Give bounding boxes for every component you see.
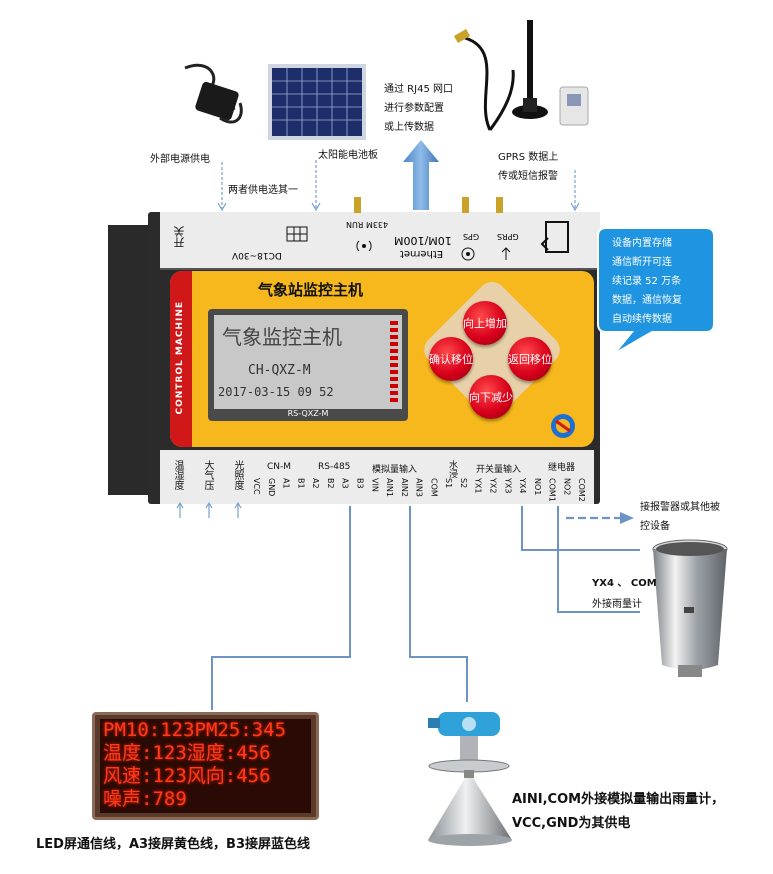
terminal-row: VCC GND A1 B1 A2 B2 A3 B3 VIN AIN1 AIN2 AIN3 COM S1 S2… xyxy=(252,478,592,504)
terminal-label: COM xyxy=(429,478,439,497)
device-title: 气象站监控主机 xyxy=(258,281,364,299)
terminal-label: COM2 xyxy=(577,478,587,502)
terminal-label: VIN xyxy=(370,478,380,492)
led-row: 温度:123湿度:456 xyxy=(103,742,271,764)
storage-bubble-line: 设备内置存储 xyxy=(612,238,672,249)
terminal-label: YX3 xyxy=(503,478,513,494)
terminal-label: NO2 xyxy=(562,478,572,496)
power-arrows xyxy=(217,160,580,212)
sim-card-image xyxy=(559,86,589,126)
alarm-caption-line: 控设备 xyxy=(640,521,670,532)
power-adapter-image xyxy=(184,64,243,124)
alarm-caption-line: 接报警器或其他被 xyxy=(640,502,720,513)
front-panel: CONTROL MACHINE 气象站监控主机 气象监控主机 CH-QXZ-M … xyxy=(170,271,594,447)
analog-gauge-image xyxy=(428,712,512,846)
lcd-model: CH-QXZ-M xyxy=(248,363,311,378)
power-choice-caption: 两者供电选其一 xyxy=(228,185,298,196)
terminal-label: YX4 xyxy=(518,478,528,494)
lcd-bezel: 气象监控主机 CH-QXZ-M 2017-03-15 09 52 RS-QXZ-… xyxy=(208,309,408,421)
rs485-label: RS-485 xyxy=(318,462,351,472)
storage-bubble-line: 通信断开可连 xyxy=(612,257,672,268)
storage-bubble-line: 数据，通信恢复 xyxy=(612,295,682,306)
terminal-label: S1 xyxy=(444,478,454,489)
terminal-label: A3 xyxy=(340,478,350,489)
terminal-label: YX1 xyxy=(473,478,483,494)
gprs-caption-line: 传或短信报警 xyxy=(498,171,558,182)
sim-slot-icon xyxy=(540,221,569,253)
analog-caption-line: VCC,GND为其供电 xyxy=(512,816,631,831)
bottom-terminal-strip: 温湿度 大气压 光照度 CN-M RS-485 模拟量输入 水浸 开关量输入 继… xyxy=(160,450,594,504)
rain-gauge-image xyxy=(652,539,728,677)
rain-gauge-caption-line: 外接雨量计 xyxy=(592,599,642,610)
analog-caption-line: AINI,COM外接模拟量输出雨量计， xyxy=(512,792,725,807)
terminal-label: YX2 xyxy=(488,478,498,494)
terminal-label: VCC xyxy=(252,478,261,495)
terminal-label: AIN2 xyxy=(399,478,409,497)
terminal-label: S2 xyxy=(458,478,468,489)
rj45-caption-line: 通过 RJ45 网口 xyxy=(384,84,453,95)
gprs-icon xyxy=(501,247,511,260)
relay-label: 继电器 xyxy=(548,463,576,473)
rain-gauge-caption-line: YX4 、 COM xyxy=(592,578,657,589)
storage-bubble-text: 设备内置存储通信断开可连续记录 52 万条数据，通信恢复自动续传数据 xyxy=(612,234,708,329)
terminal-label: A2 xyxy=(311,478,321,489)
analog-caption: AINI,COM外接模拟量输出雨量计， VCC,GND为其供电 xyxy=(512,788,724,836)
solar-icon xyxy=(286,226,308,242)
gps-icon xyxy=(461,247,475,261)
water-immersion-label: 水浸 xyxy=(447,460,457,478)
switch-input-label: 开关量输入 xyxy=(476,465,522,475)
terminal-label: B2 xyxy=(325,478,335,489)
led-screen-display: PM10:123PM25:345 温度:123湿度:456 风速:123风向:4… xyxy=(100,719,311,813)
led-row: PM10:123PM25:345 xyxy=(103,719,287,741)
top-connector-strip: 开关 DC18~30V 433M RUN Ethernet 10M/100M G… xyxy=(160,212,600,270)
storage-bubble-shape xyxy=(597,227,715,355)
cn-m-label: CN-M xyxy=(267,462,292,472)
rj45-caption-line: 进行参数配置 xyxy=(384,103,444,114)
gprs-caption: GPRS 数据上 传或短信报警 xyxy=(498,148,558,186)
back-button[interactable]: 返回移位 xyxy=(508,337,552,381)
terminal-label: AIN3 xyxy=(414,478,424,497)
confirm-button[interactable]: 确认移位 xyxy=(429,337,473,381)
lcd-title: 气象监控主机 xyxy=(222,325,342,349)
terminal-label: AIN1 xyxy=(385,478,395,497)
front-panel-red-stripe: CONTROL MACHINE xyxy=(170,271,192,447)
rain-gauge-caption: YX4 、 COM 外接雨量计 xyxy=(592,573,657,614)
led-screen: PM10:123PM25:345 温度:123湿度:456 风速:123风向:4… xyxy=(92,712,319,820)
solar-panel-image xyxy=(268,64,366,140)
led-caption: LED屏通信线，A3接屏黄色线，B3接屏蓝色线 xyxy=(36,837,311,852)
pressure-label: 大气压 xyxy=(202,460,213,490)
gprs-antenna-image xyxy=(453,20,548,131)
terminal-label: COM1 xyxy=(547,478,557,502)
rj45-caption-line: 或上传数据 xyxy=(384,122,434,133)
antenna-posts xyxy=(354,197,503,213)
down-button[interactable]: 向下减少 xyxy=(469,375,513,419)
temp-humidity-label: 温湿度 xyxy=(172,460,183,490)
terminal-label: B3 xyxy=(355,478,365,489)
lcd-signal-bars xyxy=(390,321,398,403)
lcd-datetime: 2017-03-15 09 52 xyxy=(218,385,334,399)
terminal-label: B1 xyxy=(296,478,306,489)
analog-input-label: 模拟量输入 xyxy=(372,465,418,475)
model-label: RS-QXZ-M xyxy=(287,409,329,418)
terminal-label: A1 xyxy=(281,478,291,489)
terminal-label: NO1 xyxy=(532,478,542,496)
illuminance-label: 光照度 xyxy=(232,460,243,490)
upload-arrow-icon xyxy=(403,140,439,210)
storage-bubble-line: 续记录 52 万条 xyxy=(612,276,682,287)
gprs-caption-line: GPRS 数据上 xyxy=(498,152,559,163)
terminal-label: GND xyxy=(266,478,276,497)
brand-logo-icon xyxy=(551,414,575,438)
led-row: 风速:123风向:456 xyxy=(103,765,271,787)
alarm-device-caption: 接报警器或其他被 控设备 xyxy=(640,498,720,536)
led-row: 噪声:789 xyxy=(103,788,187,810)
rj45-caption: 通过 RJ45 网口 进行参数配置 或上传数据 xyxy=(384,80,453,137)
wireless-icon xyxy=(356,240,372,252)
storage-bubble-line: 自动续传数据 xyxy=(612,314,672,325)
up-button[interactable]: 向上增加 xyxy=(463,301,507,345)
lcd-screen: 气象监控主机 CH-QXZ-M 2017-03-15 09 52 xyxy=(214,315,402,409)
external-power-caption: 外部电源供电 xyxy=(150,154,210,165)
solar-panel-caption: 太阳能电池板 xyxy=(318,150,378,161)
